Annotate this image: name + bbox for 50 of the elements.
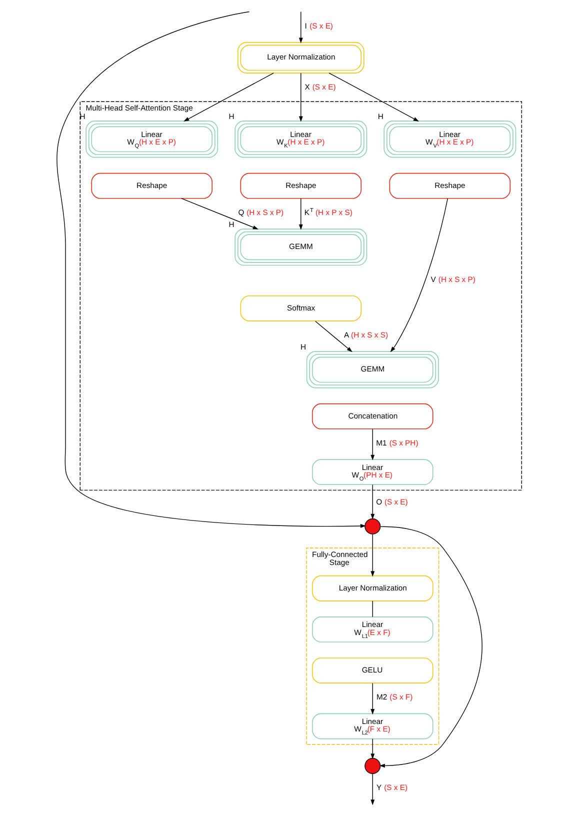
arrow (298, 198, 303, 230)
arrow (328, 72, 419, 122)
arrow (370, 738, 375, 760)
node-box: GEMM (306, 351, 439, 388)
edge-label: Y (S x E) (376, 783, 408, 792)
node-box: Layer Normalization (237, 42, 364, 74)
arrow (56, 11, 366, 528)
connector (372, 600, 373, 618)
node-box: Reshape (240, 172, 362, 199)
node-box: Linear W$_{O}$(PH x E) (312, 459, 434, 486)
arrow (370, 484, 375, 520)
arrow (181, 198, 258, 230)
node-circle (364, 758, 381, 774)
node-box: Softmax (240, 295, 362, 322)
node-box: Linear W$_{L2}$(F x E) (312, 713, 434, 740)
node-label: H (228, 220, 234, 229)
node-box: GEMM (234, 228, 368, 266)
node-box: Reshape (91, 172, 213, 199)
edge-label: A (H x S x S) (344, 330, 388, 340)
edge-label: V (H x S x P) (430, 274, 476, 284)
arrow (298, 72, 303, 122)
edge-label: Q (H x S x P) (238, 208, 284, 217)
edge-label: I (S x E) (304, 21, 333, 30)
arrow (379, 526, 482, 768)
node-box: Linear W$_{K}$(H x E x P) (234, 120, 368, 158)
node-label: H (80, 112, 86, 121)
node-label: H (378, 112, 384, 121)
edge-label: M2 (S x F) (376, 692, 413, 702)
arrow (370, 534, 375, 577)
edge-label: X (S x E) (304, 82, 336, 92)
edge-label: K$^{T}$ (H x P x S) (304, 208, 352, 217)
arrow (298, 11, 303, 44)
arrow (315, 320, 352, 352)
node-label: H (300, 342, 306, 352)
node-label: H (228, 112, 234, 121)
node-box: Linear W$_{Q}$(H x E x P) (86, 120, 218, 158)
node-box: Concatenation (312, 403, 434, 430)
node-box: Reshape (389, 172, 511, 199)
arrow (370, 682, 375, 715)
edge-label: O (S x E) (376, 498, 408, 507)
node-box: Linear W$_{V}$(H x E x P) (384, 120, 516, 158)
arrow (390, 198, 448, 352)
edge-label: M1 (S x PH) (376, 438, 418, 448)
arrow (370, 428, 375, 460)
node-box: GELU (312, 658, 434, 684)
arrow (370, 774, 375, 806)
node-circle (364, 518, 381, 534)
arrow (184, 72, 274, 122)
node-box: Linear W$_{L1}$(E x F) (312, 616, 434, 642)
node-box: Layer Normalization (312, 575, 434, 602)
